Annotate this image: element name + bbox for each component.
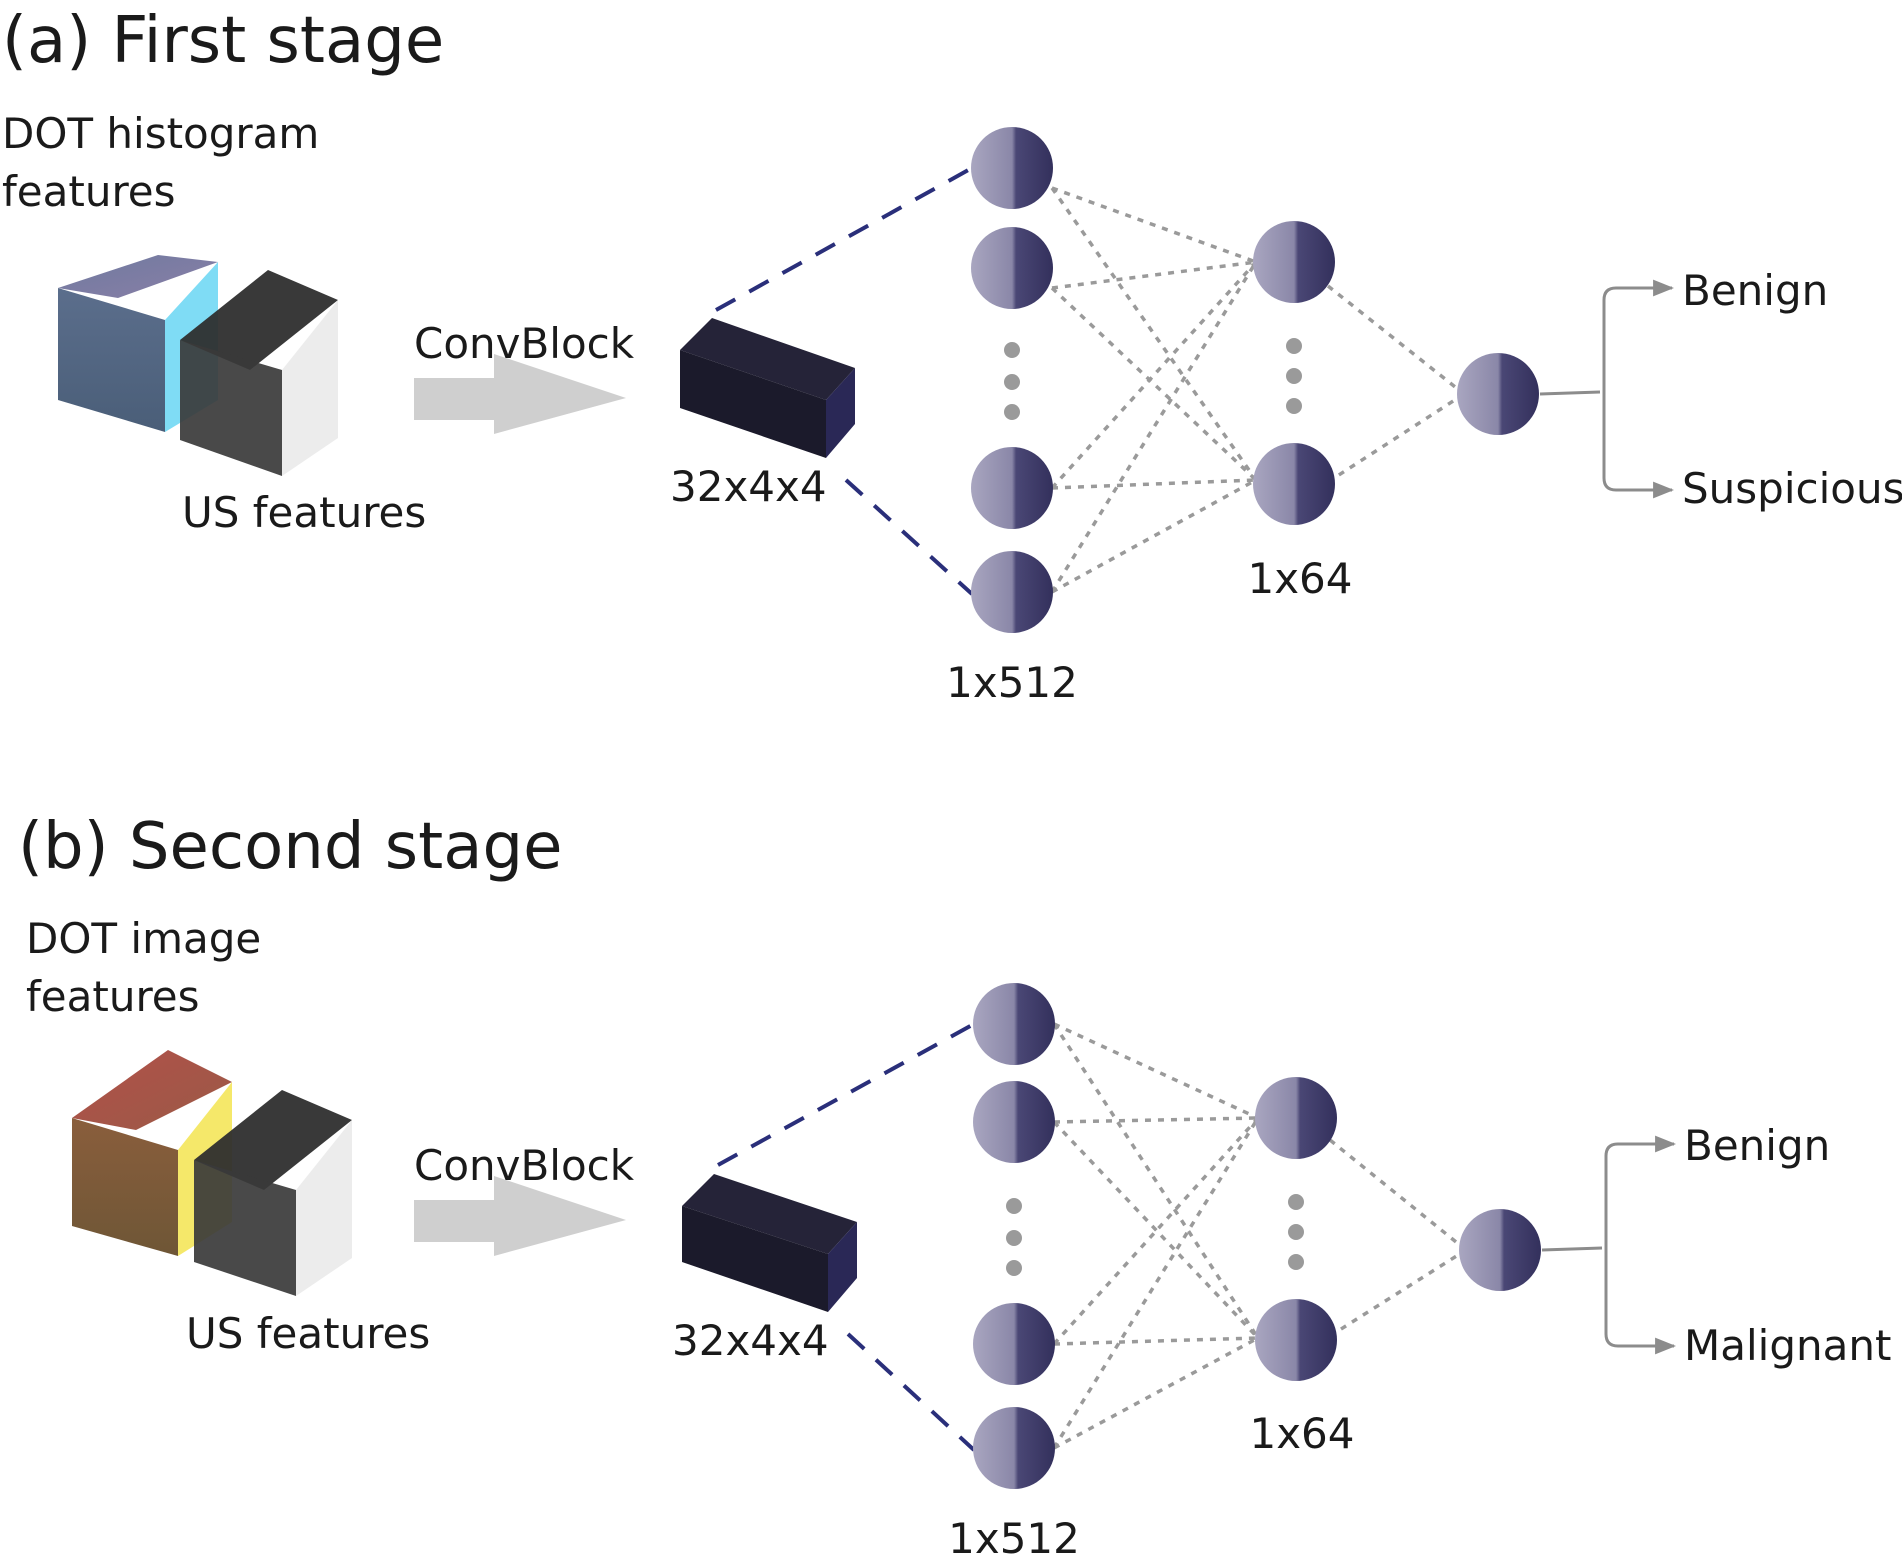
panel-second-stage: (b) Second stage DOT image features US f… — [18, 810, 1891, 1563]
layer1-dimension-label: 1x512 — [948, 1514, 1080, 1563]
ellipsis-dot — [1288, 1254, 1304, 1270]
ellipsis-dot — [1004, 342, 1020, 358]
us-features-label: US features — [186, 1309, 430, 1358]
us-features-label: US features — [182, 488, 426, 537]
layer1-dimension-label: 1x512 — [946, 658, 1078, 707]
ellipsis-dot — [1006, 1260, 1022, 1276]
tensor-dimension-label: 32x4x4 — [672, 1316, 829, 1365]
us-feature-cube — [194, 1090, 352, 1296]
output-bracket — [1541, 1135, 1677, 1355]
input-label-line1: DOT image — [26, 914, 261, 963]
neuron-l1 — [973, 1081, 1055, 1163]
fc-connections-1 — [1050, 186, 1258, 594]
projection-line-bottom — [844, 478, 974, 596]
ellipsis-dot — [1286, 398, 1302, 414]
output-neuron — [1457, 353, 1539, 435]
tensor-dimension-label: 32x4x4 — [670, 462, 827, 511]
neuron-l1 — [973, 1407, 1055, 1489]
ellipsis-dot — [1004, 404, 1020, 420]
layer2-dimension-label: 1x64 — [1249, 1409, 1354, 1458]
output-label-top: Benign — [1682, 266, 1828, 315]
fc-connections-2 — [1326, 284, 1466, 484]
neuron-l2 — [1255, 1299, 1337, 1381]
input-label-line2: features — [2, 167, 176, 216]
neuron-l2 — [1255, 1077, 1337, 1159]
ellipsis-dot — [1006, 1230, 1022, 1246]
layer2-dimension-label: 1x64 — [1247, 554, 1352, 603]
ellipsis-dot — [1006, 1198, 1022, 1214]
panel-first-stage: (a) First stage DOT histogram features U… — [2, 4, 1902, 707]
input-label-line2: features — [26, 972, 200, 1021]
convblock-label: ConvBlock — [414, 1141, 635, 1190]
convblock-label: ConvBlock — [414, 319, 635, 368]
us-feature-cube — [180, 270, 338, 476]
fc-connections-1 — [1052, 1022, 1260, 1450]
neuron-l1 — [971, 551, 1053, 633]
fc-connections-2 — [1328, 1138, 1468, 1338]
convblock-arrow — [414, 1176, 626, 1256]
output-label-bottom: Suspicious — [1682, 464, 1902, 513]
output-bracket — [1539, 279, 1675, 499]
projection-line-top — [715, 166, 973, 312]
output-label-top: Benign — [1684, 1121, 1830, 1170]
panel-title: (a) First stage — [2, 4, 444, 78]
neuron-l2 — [1253, 221, 1335, 303]
neuron-l2 — [1253, 443, 1335, 525]
ellipsis-dot — [1288, 1224, 1304, 1240]
output-label-bottom: Malignant — [1684, 1321, 1891, 1370]
projection-line-top — [717, 1022, 975, 1167]
output-neuron — [1459, 1209, 1541, 1291]
ellipsis-dot — [1286, 338, 1302, 354]
neuron-l1 — [971, 127, 1053, 209]
projection-line-bottom — [846, 1332, 976, 1452]
neuron-l1 — [971, 447, 1053, 529]
convblock-arrow — [414, 354, 626, 434]
input-label-line1: DOT histogram — [2, 109, 319, 158]
neuron-l1 — [971, 227, 1053, 309]
ellipsis-dot — [1004, 374, 1020, 390]
ellipsis-dot — [1288, 1194, 1304, 1210]
panel-title: (b) Second stage — [18, 810, 562, 884]
ellipsis-dot — [1286, 368, 1302, 384]
neuron-l1 — [973, 1303, 1055, 1385]
tensor-block — [682, 1174, 857, 1312]
tensor-block — [680, 318, 855, 458]
neuron-l1 — [973, 983, 1055, 1065]
